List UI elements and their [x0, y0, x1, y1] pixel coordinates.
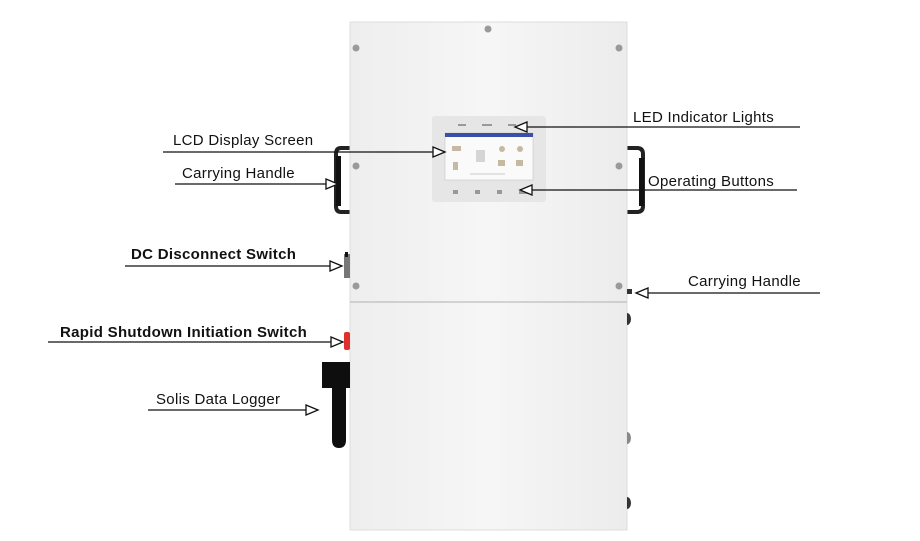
- solis-data-logger: [322, 362, 350, 448]
- dc-disconnect-switch[interactable]: [344, 252, 350, 278]
- label-lcd-display-screen: LCD Display Screen: [173, 132, 313, 149]
- label-led-indicator-lights: LED Indicator Lights: [633, 109, 774, 126]
- screws: [352, 25, 623, 290]
- rapid-shutdown-button[interactable]: [344, 332, 350, 350]
- label-carrying-handle-right: Carrying Handle: [688, 273, 801, 290]
- label-operating-buttons: Operating Buttons: [648, 173, 774, 190]
- side-connectors: [627, 289, 632, 509]
- lcd-display-screen: [444, 132, 534, 181]
- operating-buttons[interactable]: [453, 190, 528, 194]
- label-rapid-shutdown-switch: Rapid Shutdown Initiation Switch: [60, 324, 307, 341]
- led-indicator-lights: [458, 124, 516, 126]
- inverter-cabinet-lower: [349, 301, 628, 531]
- label-solis-data-logger: Solis Data Logger: [156, 391, 280, 408]
- label-carrying-handle-left: Carrying Handle: [182, 165, 295, 182]
- label-dc-disconnect-switch: DC Disconnect Switch: [131, 246, 296, 263]
